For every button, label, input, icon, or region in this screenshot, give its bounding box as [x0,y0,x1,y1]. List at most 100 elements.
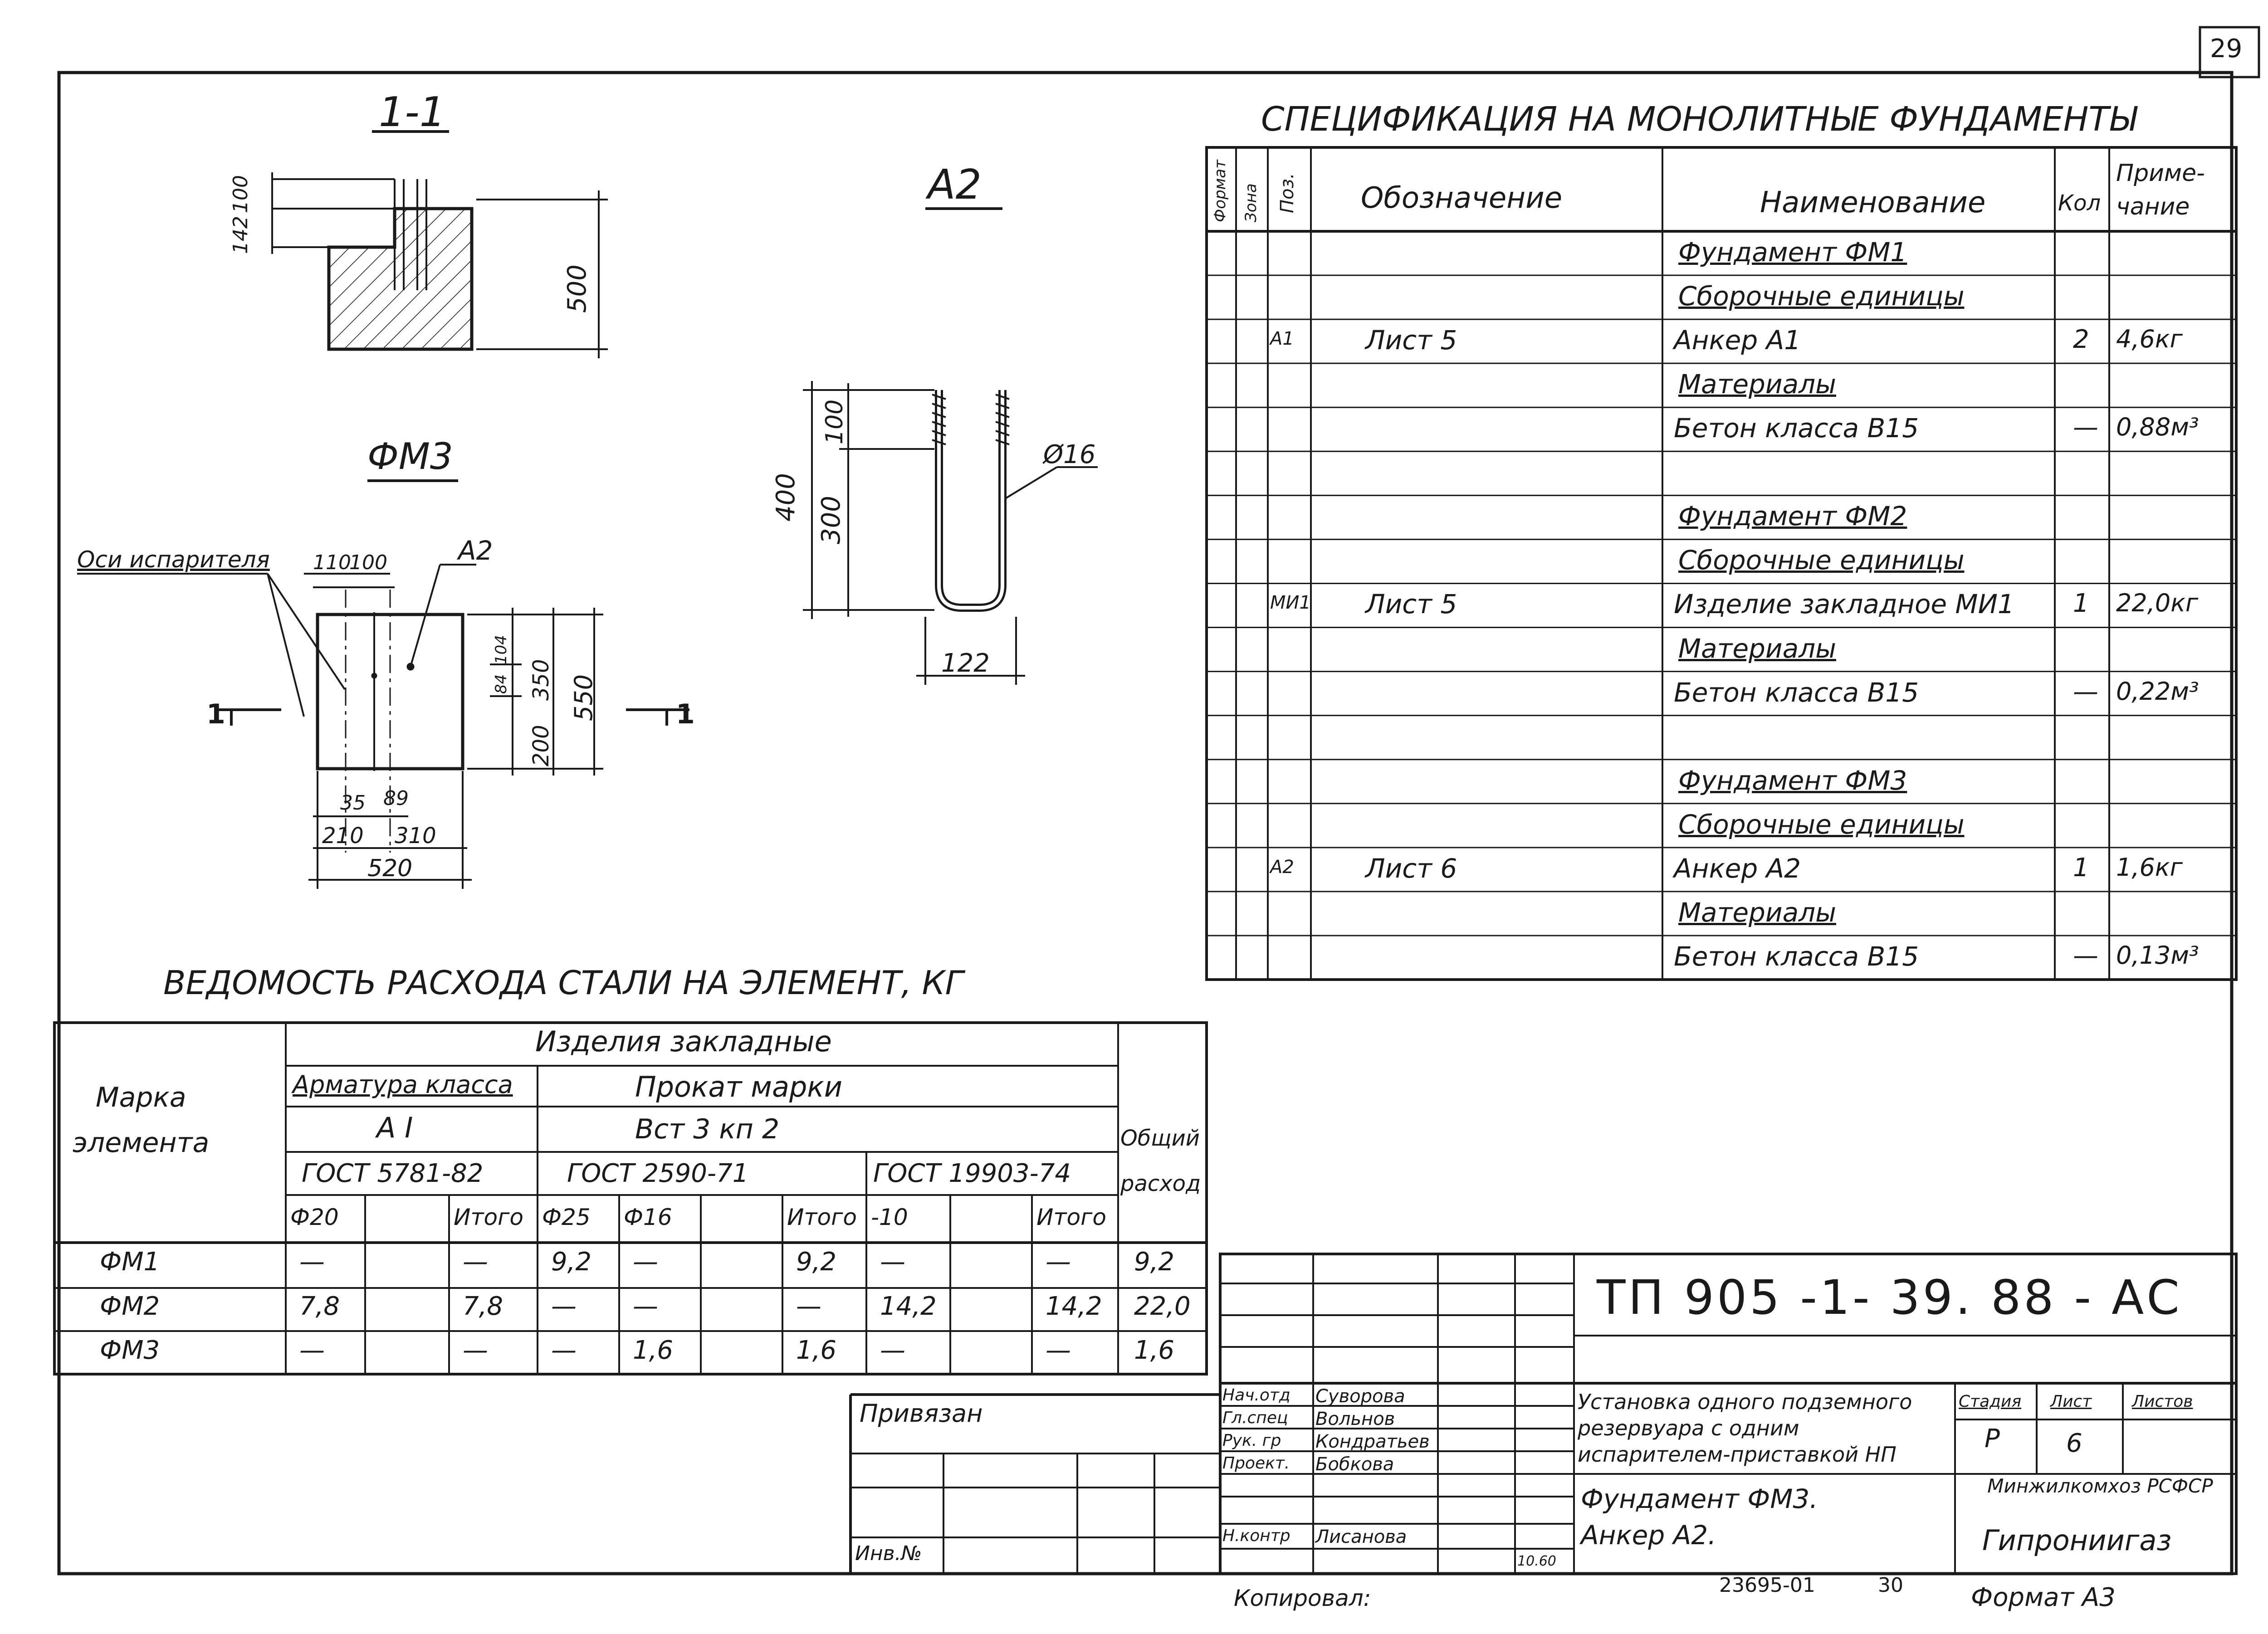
steel-row-mark: ФМ3 [100,1336,160,1365]
spec-name: Анкер А2 [1674,853,1801,884]
spec-qty: 1 [2073,853,2089,883]
steel-h-items: Изделия закладные [535,1025,832,1058]
steel-h-mark: Марка элемента [73,1082,210,1159]
spec-name: Бетон класса В15 [1674,413,1919,444]
spec-name: Сборочные единицы [1678,545,1965,576]
dim-210: 210 [322,823,364,849]
spec-h-designation: Обозначение [1361,181,1563,215]
spec-h-name: Наименование [1760,186,1986,219]
stamp-name: Бобкова [1315,1454,1394,1475]
spec-qty: — [2073,677,2098,707]
dim-142: 142 [229,216,252,254]
steel-cell: 9,2 [1134,1247,1175,1277]
stamp-role: Гл.спец [1222,1409,1288,1427]
copied-label: Копировал: [1234,1585,1371,1611]
dim-100: 100 [229,175,252,213]
sheet-label: Лист [2050,1392,2092,1411]
steel-cell: — [880,1336,905,1365]
steel-cell: — [299,1336,325,1365]
steel-cell: 7,8 [299,1292,340,1321]
spec-h-note: Приме- чание [2116,160,2205,220]
spec-designation: Лист 5 [1365,589,1457,620]
spec-h-format: Формат [1211,160,1229,222]
spec-name: Анкер А1 [1674,325,1801,356]
spec-designation: Лист 6 [1365,853,1457,884]
spec-name: Материалы [1678,369,1836,400]
spec-note: 1,6кг [2116,853,2183,882]
stamp-name: Кондратьев [1315,1431,1430,1452]
section-1-1-hatch [327,207,474,351]
spec-pos: А1 [1270,328,1294,350]
spec-title: СПЕЦИФИКАЦИЯ НА МОНОЛИТНЫЕ ФУНДАМЕНТЫ [1261,100,2137,139]
spec-qty: 1 [2073,589,2089,619]
dim-500: 500 [562,264,592,313]
sheet-frame [57,71,2234,1575]
dim-200: 200 [528,725,554,766]
format-label: Формат А3 [1971,1583,2116,1612]
axis-label: Оси испарителя [77,546,270,573]
steel-cell: — [551,1336,577,1365]
plan-fm3-title: ФМ3 [367,435,453,478]
steel-cell: — [633,1247,658,1277]
stage-value: Р [1984,1424,2000,1454]
steel-cell: — [880,1247,905,1277]
spec-pos: МИ1 [1270,592,1311,614]
sheet-title: Фундамент ФМ3. Анкер А2. [1581,1483,1818,1551]
spec-qty: 2 [2073,325,2089,355]
dim-400: 400 [771,473,801,522]
spec-h-zone: Зона [1242,183,1260,222]
archive-sheet: 30 [1878,1574,1903,1597]
steel-h-rebar: Арматура класса [293,1070,513,1099]
steel-cell: — [299,1247,325,1277]
steel-h-gost2590: ГОСТ 2590-71 [567,1159,749,1188]
steel-cell: — [1046,1247,1071,1277]
stage-label: Стадия [1959,1392,2022,1411]
anchor-a2-title: А2 [928,161,982,209]
dim-diameter: Ø16 [1043,440,1096,469]
inv-no-label: Инв.№ [855,1542,922,1565]
spec-name: Бетон класса В15 [1674,941,1919,972]
steel-h-rolled-grade: Вст 3 кп 2 [635,1113,780,1145]
steel-subheader: Итого [454,1204,523,1230]
dim-100-anchor: 100 [821,399,848,444]
steel-h-gost19903: ГОСТ 19903-74 [873,1159,1071,1188]
steel-row-mark: ФМ2 [100,1292,160,1321]
spec-note: 22,0кг [2116,589,2199,618]
spec-note: 0,13м³ [2116,941,2199,970]
dim-100-plan: 100 [349,551,387,574]
dim-350: 350 [528,659,554,701]
steel-cell: 1,6 [1134,1336,1175,1365]
spec-qty: — [2073,413,2098,443]
spec-name: Сборочные единицы [1678,809,1965,840]
org-institute: Гипрониигаз [1982,1524,2172,1557]
steel-cell: — [633,1292,658,1321]
stamp-date: 10.60 [1517,1553,1556,1569]
stamp-role: Нач.отд [1222,1386,1290,1405]
dim-89: 89 [383,787,409,810]
archive-number: 23695-01 [1719,1574,1815,1597]
org-ministry: Минжилкомхоз РСФСР [1987,1475,2213,1497]
steel-subheader: Ф25 [542,1204,591,1230]
sheet-value: 6 [2066,1429,2082,1458]
steel-h-total: Общий расход [1120,1126,1201,1196]
spec-designation: Лист 5 [1365,325,1457,356]
sheet-number-box [2199,26,2260,78]
dim-35: 35 [340,791,366,815]
steel-cell: 1,6 [796,1336,837,1365]
project-title: Установка одного подземного резервуара с… [1578,1390,1912,1467]
spec-note: 0,22м³ [2116,677,2199,706]
steel-cell: 7,8 [463,1292,503,1321]
stamp-name: Лисанова [1315,1527,1407,1547]
stamp-role: Рук. гр [1222,1431,1281,1450]
cut-mark-right: 1 [676,698,695,730]
spec-note: 4,6кг [2116,325,2183,354]
dim-520: 520 [367,855,413,882]
steel-cell: — [796,1292,821,1321]
steel-row-mark: ФМ1 [100,1247,160,1277]
steel-table-grid [53,1021,1208,1375]
steel-cell: 9,2 [796,1247,837,1277]
steel-h-rebar-class: А I [376,1111,413,1144]
cut-mark-left: 1 [206,698,225,730]
dim-104: 104 [492,635,510,664]
